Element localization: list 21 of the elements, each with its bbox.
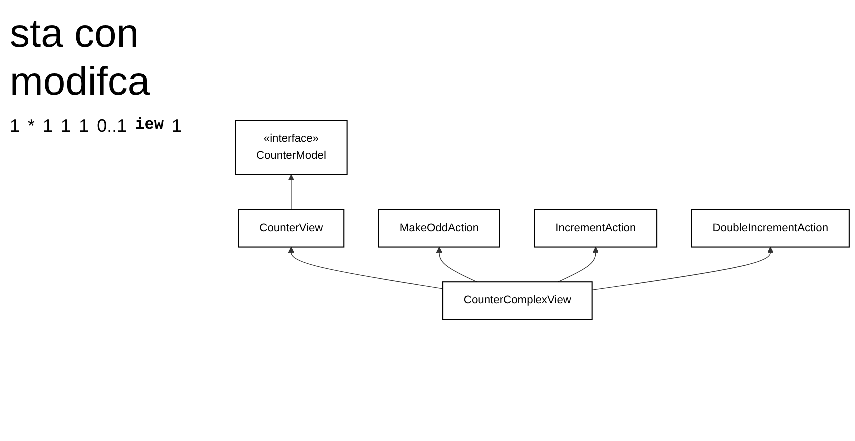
multiplicity-label: 1 xyxy=(172,116,182,137)
multiplicity-label: 0..1 xyxy=(97,116,128,137)
node-box: DoubleIncrementAction xyxy=(691,210,850,248)
code-fragment: iew xyxy=(135,116,164,136)
multiplicity-label: * xyxy=(28,116,36,137)
node-box: MakeOddAction xyxy=(378,210,500,248)
multiplicity-label: 1 xyxy=(61,116,72,137)
node-box: CounterView xyxy=(238,210,345,248)
heading-fragment: sta con xyxy=(10,11,140,58)
node-box: «interface» CounterModel xyxy=(235,120,348,176)
arrow xyxy=(592,247,774,291)
arrow xyxy=(558,247,599,283)
multiplicity-label: 1 xyxy=(79,116,90,137)
heading-fragment: modifca xyxy=(10,59,152,106)
node-box: CounterComplexView xyxy=(442,282,593,321)
multiplicity-label: 1 xyxy=(43,116,54,137)
arrow xyxy=(288,247,444,290)
arrow xyxy=(436,247,478,283)
multiplicity-label: 1 xyxy=(10,116,20,137)
node-box: IncrementAction xyxy=(534,210,658,248)
arrow xyxy=(288,174,294,210)
